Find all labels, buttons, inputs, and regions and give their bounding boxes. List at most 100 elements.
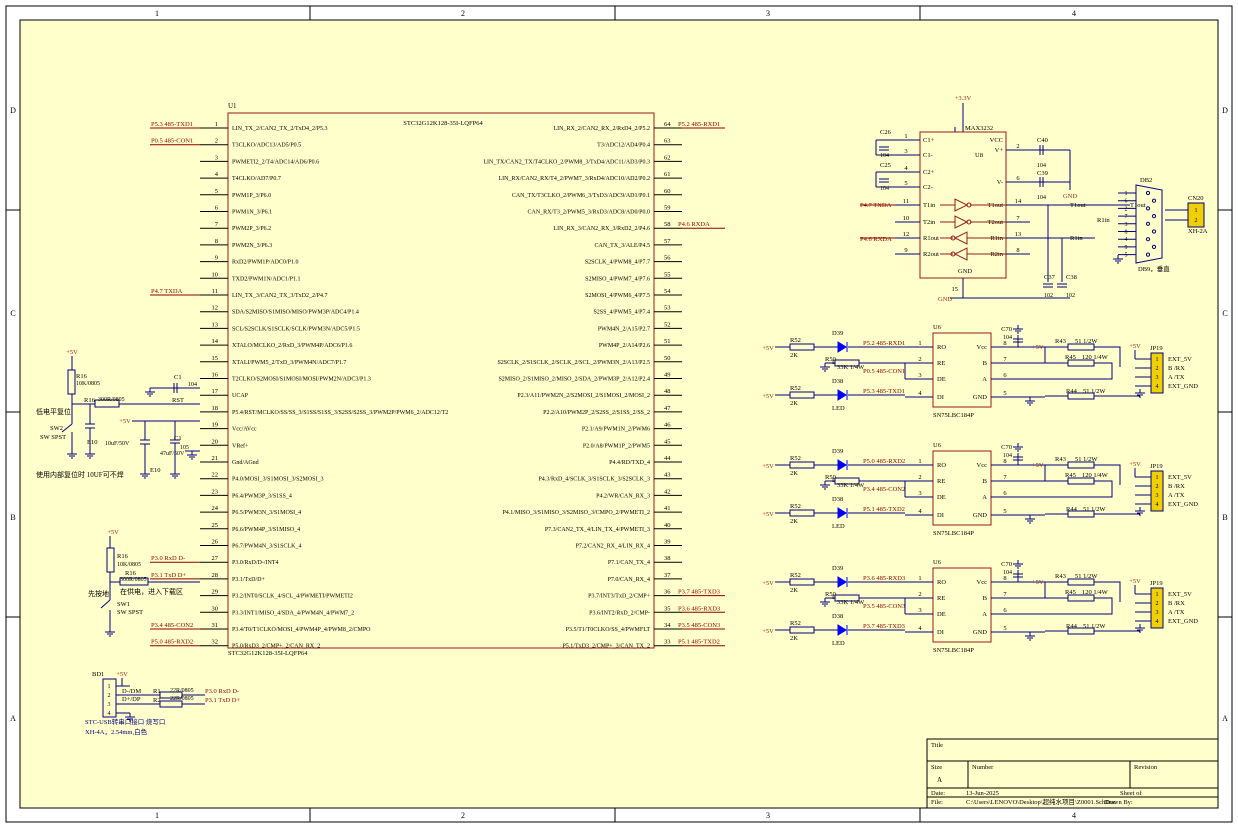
db9-pin [1151, 244, 1157, 249]
pin-name: PWM2N_3/P6.3 [232, 243, 272, 249]
part-value: 33K 1/4W [837, 482, 865, 489]
pin-name: RxD2/PWM1P/ADC0/P1.0 [232, 260, 299, 266]
pin-name: LIN_RX/CAN2_RX/T4_2/PWM7_3/RxD4/ADC10/AD… [498, 176, 650, 182]
part-value: DB9，垂直 [1138, 264, 1170, 273]
part-designator: JP19 [1150, 463, 1163, 470]
pin-number: 7 [215, 221, 219, 228]
pin-name: R2out [923, 251, 939, 258]
wire [1094, 581, 1121, 602]
pin-name: VRef+ [232, 442, 249, 449]
pin-number: 8 [215, 238, 218, 245]
pin-name: GND [973, 629, 987, 636]
led-icon [837, 507, 847, 519]
pin-number: 24 [212, 505, 219, 512]
pin-number: 7 [1003, 356, 1007, 363]
pin-number: 5 [1125, 253, 1128, 259]
pin-number: 3 [904, 148, 907, 155]
jp-pin-label: A /TX [1168, 609, 1185, 616]
net-label: P3.0 RxD D- [205, 688, 239, 695]
pin-number: 3 [1156, 610, 1159, 616]
pin-number: 37 [664, 572, 671, 579]
r16-resistor [106, 547, 115, 573]
pin-number: 1 [918, 458, 921, 465]
pin-name: DI [937, 512, 944, 519]
part-designator: R45 [1065, 472, 1076, 479]
part-value: 51 1/2W [1075, 573, 1098, 580]
net-label: T1out [1130, 202, 1146, 209]
pin-number: 18 [212, 405, 219, 412]
part-value: SN75LBC184P [933, 412, 974, 419]
pin-number: 20 [212, 438, 219, 445]
wire [1045, 362, 1113, 380]
vcc-label: +5V [762, 463, 774, 470]
part-value: SN75LBC184P [933, 530, 974, 537]
part-value: LED [832, 640, 845, 647]
vcc-label: +5V [762, 393, 774, 400]
led-icon [837, 459, 847, 471]
size-label: Size [931, 764, 942, 771]
pin-number: 6 [1003, 607, 1007, 614]
drawn-label: Drawn By: [1104, 799, 1133, 806]
part-value: 300R/0805 [120, 577, 147, 583]
pin-name: S2SS_4/PWM5_4/P7.4 [593, 310, 650, 316]
rs485-transceiver [932, 450, 992, 526]
part-designator: R52 [790, 455, 801, 462]
pin-name: B [983, 478, 988, 485]
part-designator: C26 [880, 129, 892, 136]
pin-number: 9 [1125, 245, 1128, 251]
part-designator: R52 [790, 503, 801, 510]
pin-number: 59 [664, 205, 671, 212]
pin-name: P2.1/A9/PWM1N_2/PWM6 [582, 427, 650, 433]
pin-number: 58 [664, 221, 671, 228]
pin-number: 3 [108, 702, 111, 708]
frame-row-label: B [1222, 513, 1227, 522]
jp-pin-label: B /RX [1168, 365, 1185, 372]
pin-number: 43 [664, 472, 671, 479]
net-label: P3.6 485-RXD3 [863, 575, 905, 582]
pin-name: PWM1N_3/P6.1 [232, 210, 272, 216]
pin-number: 2 [1156, 366, 1159, 372]
pin-number: 42 [664, 488, 671, 495]
part-value: 120 1/4W [1082, 589, 1109, 596]
pin-name: P5.0/RxD3_2/CMP+_2/CAN_RX_2 [232, 644, 320, 650]
pin-number: 5 [215, 188, 218, 195]
pin-number: 16 [212, 372, 219, 379]
net-label: P0.5 485-CON1 [151, 138, 193, 145]
vcc-label: +5V [1129, 343, 1141, 350]
pin-number: 15 [952, 286, 959, 293]
part-designator: U8 [975, 152, 983, 159]
pin-number: 32 [212, 639, 219, 646]
r52-resistor [789, 626, 815, 634]
net-label: P5.0 485-RXD2 [151, 639, 193, 646]
part-designator: SW1 [117, 601, 130, 608]
pin-number: 52 [664, 321, 671, 328]
pin-name: P3.1/TxD/D+ [232, 577, 266, 583]
gnd-label: GND [958, 268, 972, 275]
pin-number: 4 [108, 711, 111, 717]
pin-name: P3.6/INT2/RxD_2/CMP- [589, 610, 650, 616]
pin-number: 57 [664, 238, 671, 245]
pin-name: V- [997, 179, 1003, 186]
pin-name: PWM1P_3/P6.0 [232, 193, 271, 199]
part-value: MAX3232 [965, 125, 993, 132]
pin-name: RE [937, 478, 945, 485]
part-designator: R44 [1066, 506, 1078, 513]
net-label: P4.7 TXDA [151, 288, 183, 295]
pin-number: 50 [664, 355, 671, 362]
db9-pin [1145, 221, 1151, 226]
db9-pin [1151, 198, 1157, 203]
vcc-label: +5V [107, 529, 119, 536]
part-value: 51 1/2W [1075, 338, 1098, 345]
net-label: P3.5 485-CON3 [863, 603, 905, 610]
pin-number: 55 [664, 271, 671, 278]
led-icon [837, 341, 847, 353]
part-designator: R52 [790, 337, 801, 344]
rs485-transceiver [932, 332, 992, 408]
pin-name: RO [937, 579, 946, 586]
pin-name: C1+ [923, 137, 935, 144]
pin-number: 8 [1125, 230, 1128, 236]
part-value: XH-2A [1188, 228, 1208, 235]
pin-name: UCAP [232, 393, 249, 399]
